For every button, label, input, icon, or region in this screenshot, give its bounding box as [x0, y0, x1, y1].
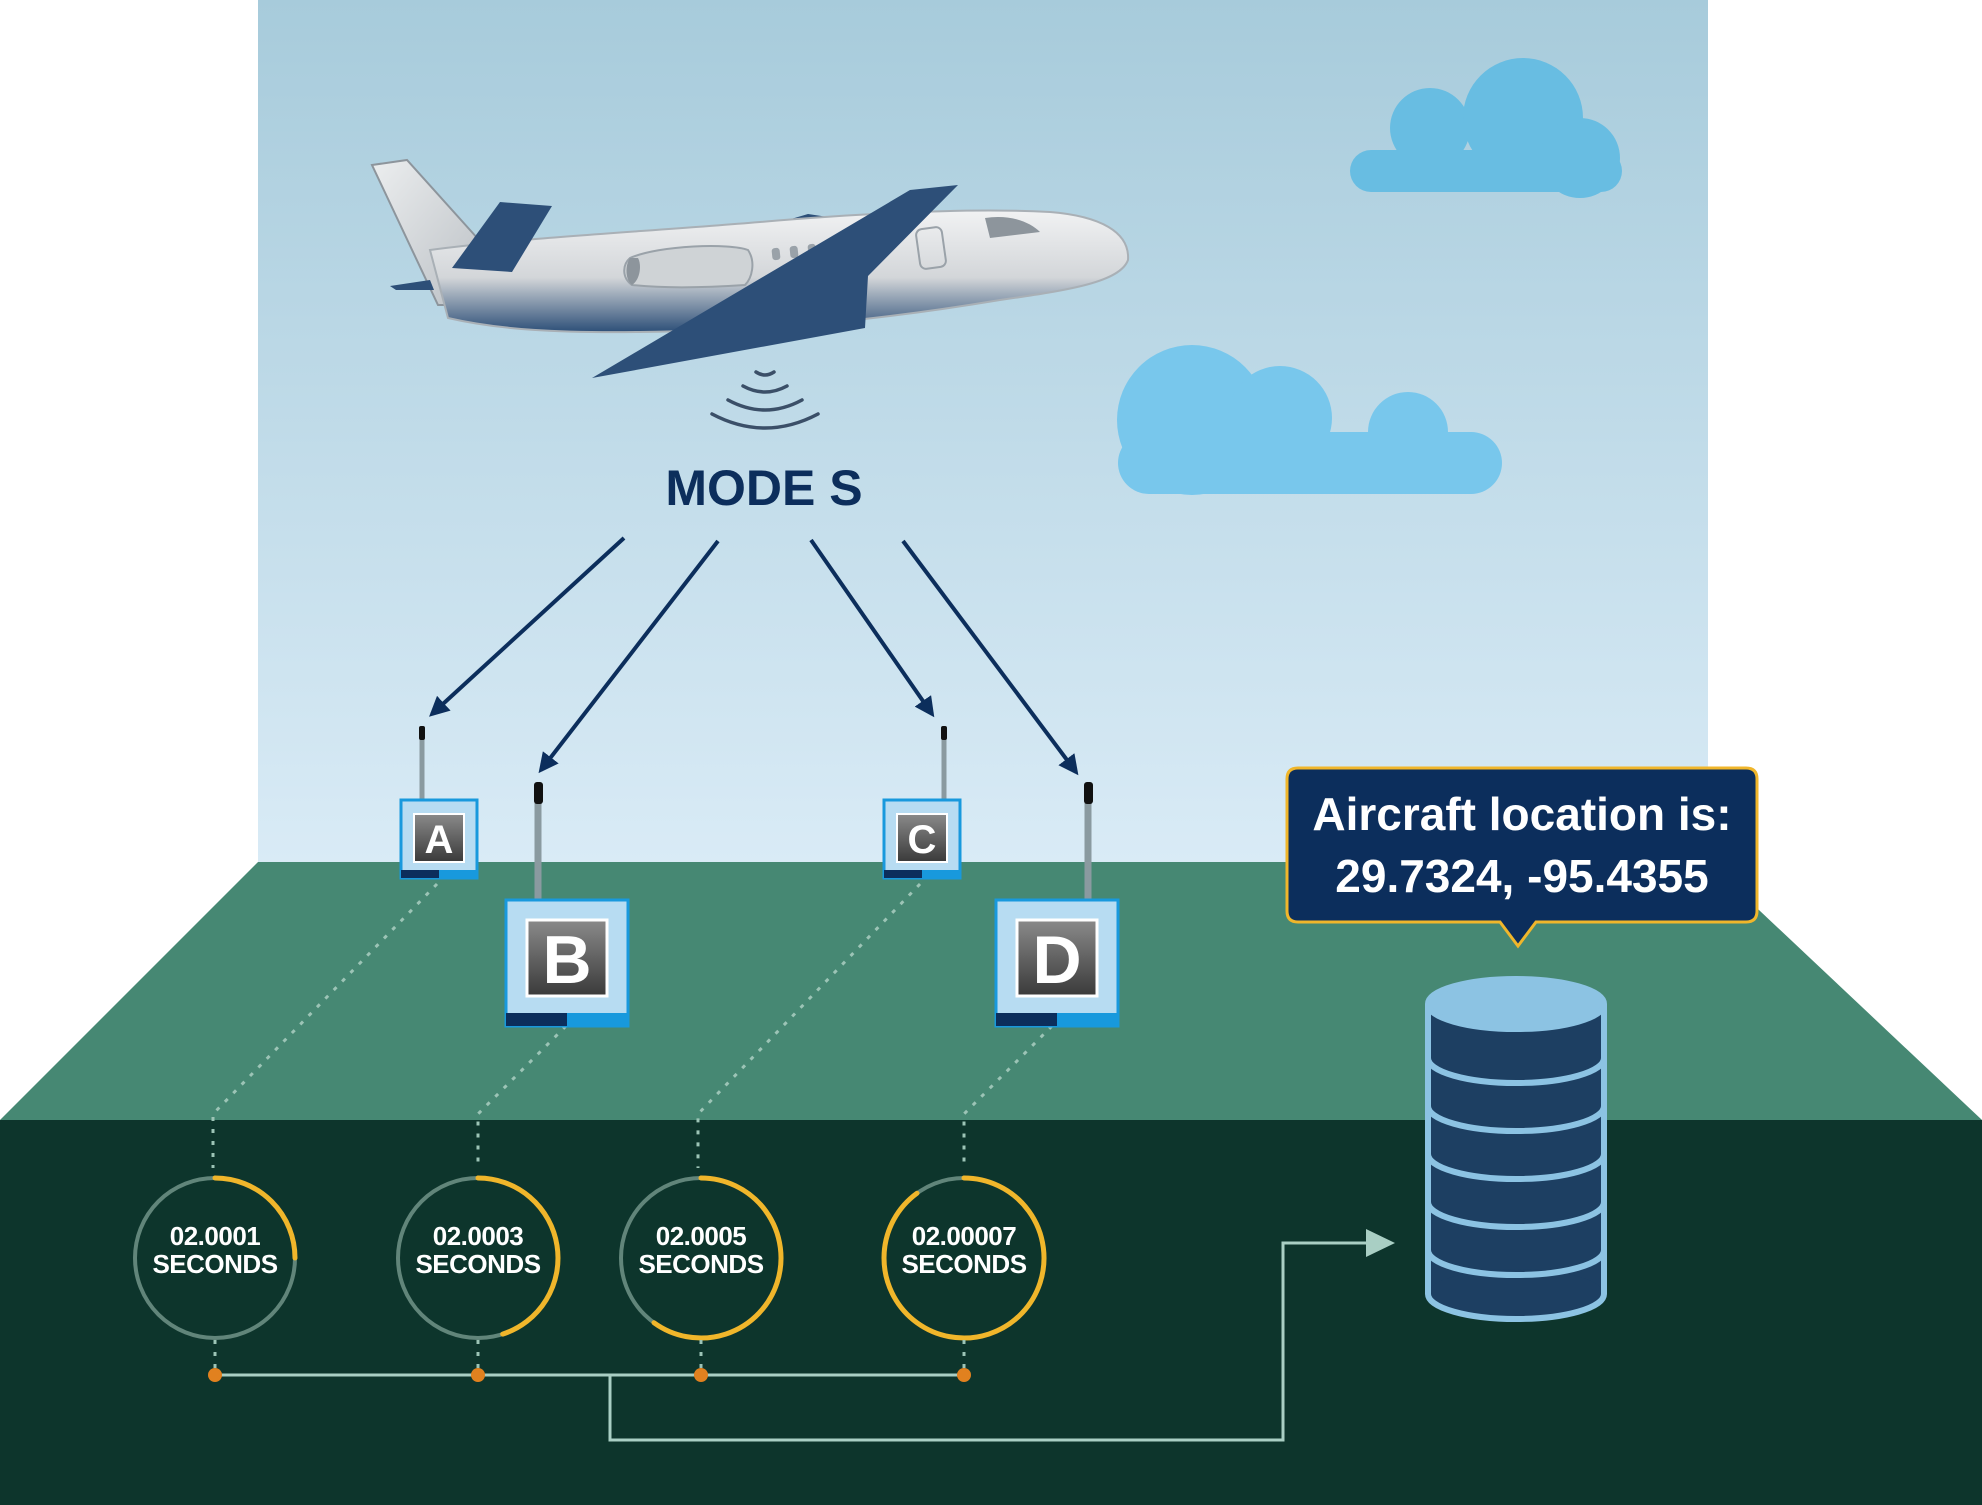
connector-dot — [208, 1368, 222, 1382]
station-d: D — [994, 782, 1120, 1028]
data-bus — [215, 1241, 1375, 1442]
arrow-to-station-a — [429, 536, 626, 717]
timing-value: 02.0005 — [656, 1221, 747, 1251]
signal-label: MODE S — [665, 460, 862, 516]
cloud-icon — [1117, 345, 1502, 495]
callout-line-1: Aircraft location is: — [1312, 788, 1731, 840]
station-label: C — [908, 818, 937, 862]
timing-unit: SECONDS — [901, 1249, 1026, 1279]
timing-progress-arc — [475, 1175, 561, 1337]
signal-arrows — [429, 536, 1079, 776]
arrow-to-station-c — [809, 538, 935, 718]
timing-value: 02.0001 — [170, 1221, 261, 1251]
station-label: B — [542, 922, 591, 998]
timing-reading-d: 02.00007 SECONDS — [881, 1175, 1047, 1341]
timing-value: 02.0003 — [433, 1221, 524, 1251]
timing-unit: SECONDS — [415, 1249, 540, 1279]
connector-dot — [471, 1368, 485, 1382]
airplane-icon — [370, 158, 1130, 378]
bus-connector-dots — [208, 1368, 971, 1382]
database-icon — [1425, 976, 1607, 1322]
arrow-to-station-b — [538, 539, 720, 774]
arrow-to-database — [1366, 1229, 1395, 1257]
timing-reading-c: 02.0005 SECONDS — [619, 1175, 784, 1341]
callout-line-2: 29.7324, -95.4355 — [1335, 850, 1708, 902]
timing-reading-b: 02.0003 SECONDS — [396, 1175, 561, 1340]
arrow-to-station-d — [901, 539, 1079, 776]
station-c: C — [882, 726, 962, 880]
cloud-icon — [1350, 58, 1622, 198]
location-callout: Aircraft location is: 29.7324, -95.4355 — [1285, 766, 1759, 949]
timing-unit: SECONDS — [152, 1249, 277, 1279]
timing-readings: 02.0001 SECONDS 02.0003 SECONDS 02.0005 … — [133, 1175, 1047, 1341]
timing-bus-stubs — [213, 1340, 966, 1372]
timing-reading-a: 02.0001 SECONDS — [133, 1175, 298, 1340]
timing-progress-arc — [881, 1175, 1047, 1341]
connector-dot — [957, 1368, 971, 1382]
station-b: B — [504, 782, 630, 1028]
timing-value: 02.00007 — [912, 1221, 1016, 1251]
connector-dot — [694, 1368, 708, 1382]
station-label: D — [1032, 922, 1081, 998]
station-a: A — [399, 726, 479, 880]
ground-front — [0, 1120, 1982, 1505]
timing-progress-arc — [651, 1175, 784, 1341]
signal-waves-icon — [710, 370, 820, 430]
timing-unit: SECONDS — [638, 1249, 763, 1279]
timing-progress-arc — [212, 1175, 298, 1261]
station-label: A — [425, 818, 454, 862]
